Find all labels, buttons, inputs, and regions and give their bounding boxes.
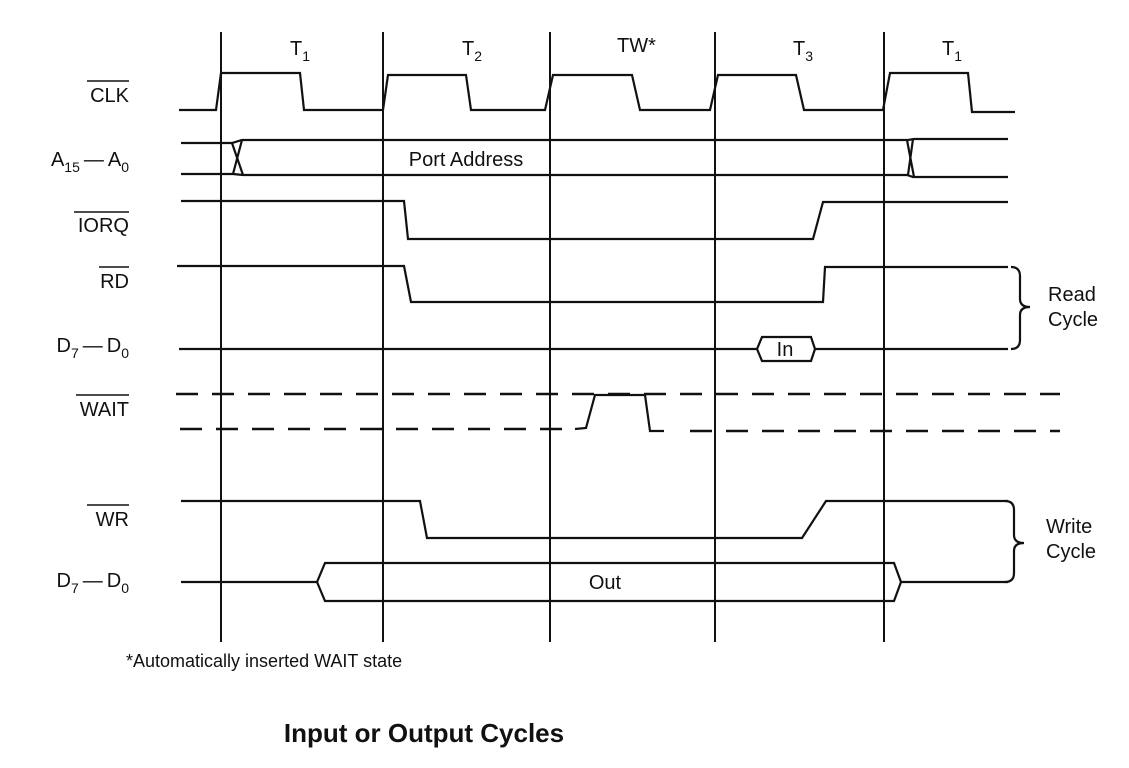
state-label-t3: T3 [793,38,813,64]
data-write-label: D7—D0 [57,570,130,596]
wr-label: WR [96,509,129,531]
state-label-t1: T1 [290,38,310,64]
write-cycle-line1: Write [1046,516,1092,538]
write-cycle-line2: Cycle [1046,541,1096,563]
read-cycle-brace: Read Cycle [1010,265,1098,351]
addr-label: A15—A0 [51,149,129,175]
footnote: *Automatically inserted WAIT state [126,651,402,671]
data-read-bus-text: In [777,339,794,361]
read-cycle-line2: Cycle [1048,309,1098,331]
state-label-tw: TW* [617,35,656,57]
rd-label: RD [100,271,129,293]
state-label-t1-next: T1 [942,38,962,64]
signal-labels: CLK A15—A0 IORQ RD D7—D0 WAIT WR D7—D0 [51,80,130,596]
wait-label: WAIT [80,399,129,421]
diagram-title: Input or Output Cycles [284,718,564,748]
data-read-label: D7—D0 [57,335,130,361]
state-boundaries [220,32,885,642]
state-labels: T1 T2 TW* T3 T1 [290,35,962,64]
rd-waveform [177,264,1008,304]
address-bus: Port Address [181,137,1008,179]
data-write-bus: Out [181,561,1008,603]
write-cycle-brace: Write Cycle [1004,499,1096,584]
iorq-waveform [181,199,1008,241]
clk-label: CLK [90,85,130,107]
clk-waveform [179,71,1015,114]
state-label-t2: T2 [462,38,482,64]
wr-waveform [181,499,1008,540]
wait-waveform [176,392,1060,433]
data-read-bus: In [179,335,1008,363]
iorq-label: IORQ [78,215,129,237]
address-bus-text: Port Address [409,149,524,171]
data-write-bus-text: Out [589,572,622,594]
read-cycle-line1: Read [1048,284,1096,306]
